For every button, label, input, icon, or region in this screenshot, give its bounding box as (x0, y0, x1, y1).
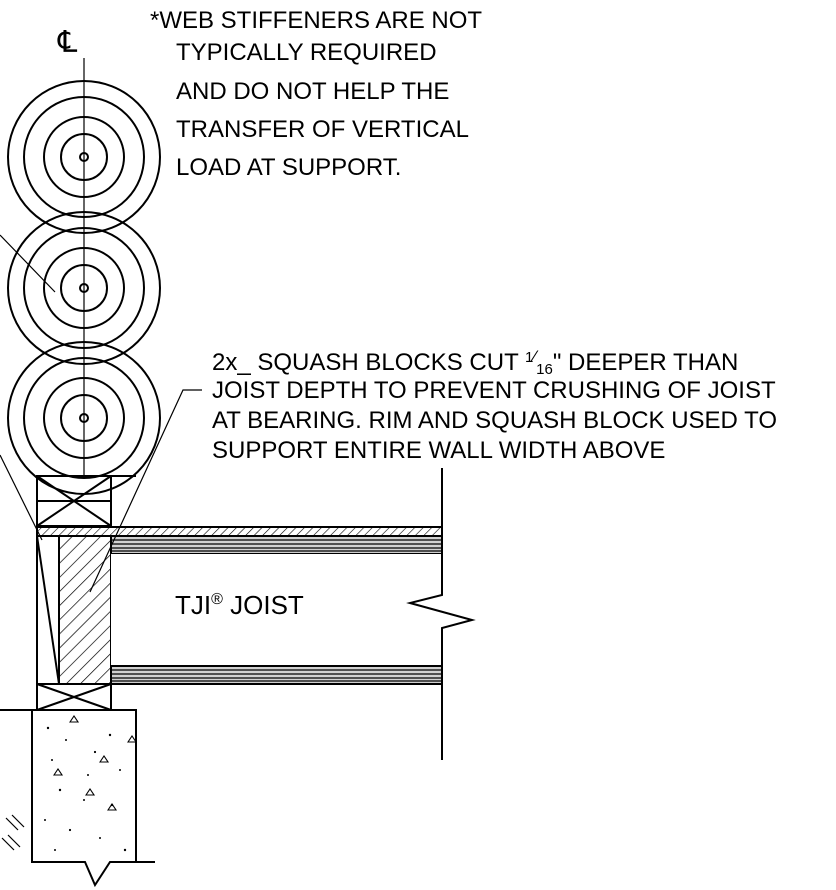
leader-log (0, 234, 56, 293)
joist-label: TJI® JOIST (175, 590, 304, 620)
rim-board (36, 535, 60, 685)
log-stack (7, 80, 161, 495)
joist-top-flange (110, 535, 443, 555)
joist-web (111, 554, 442, 666)
soil-marks (1, 814, 25, 851)
stiffener-note-line-1: *WEB STIFFENERS ARE NOT (150, 7, 482, 34)
sill-plate-block (36, 683, 112, 711)
squash-note-line-3: AT BEARING. RIM AND SQUASH BLOCK USED TO (212, 407, 777, 434)
stiffener-note-line-4: TRANSFER OF VERTICAL (176, 116, 469, 143)
squash-note-line-2: JOIST DEPTH TO PREVENT CRUSHING OF JOIST (212, 377, 776, 404)
centerline-symbol: ℄ (57, 26, 78, 59)
squash-block (58, 535, 112, 685)
leader-squash-block (89, 389, 202, 593)
joist-bottom-flange (110, 665, 443, 685)
subfloor-sheathing (36, 526, 443, 537)
squash-note-line-4: SUPPORT ENTIRE WALL WIDTH ABOVE (212, 437, 665, 464)
log-middle (7, 211, 161, 365)
stiffener-note-line-3: AND DO NOT HELP THE (176, 78, 449, 105)
stiffener-note-line-2: TYPICALLY REQUIRED (176, 39, 437, 66)
stiffener-note-line-5: LOAD AT SUPPORT. (176, 154, 401, 181)
joist-break-line (406, 468, 476, 760)
concrete-foundation (0, 709, 155, 888)
leader-rim (0, 454, 43, 541)
squash-note-line-1: 2x_ SQUASH BLOCKS CUT 1⁄16" DEEPER THAN (212, 347, 738, 378)
log-top (7, 80, 161, 234)
